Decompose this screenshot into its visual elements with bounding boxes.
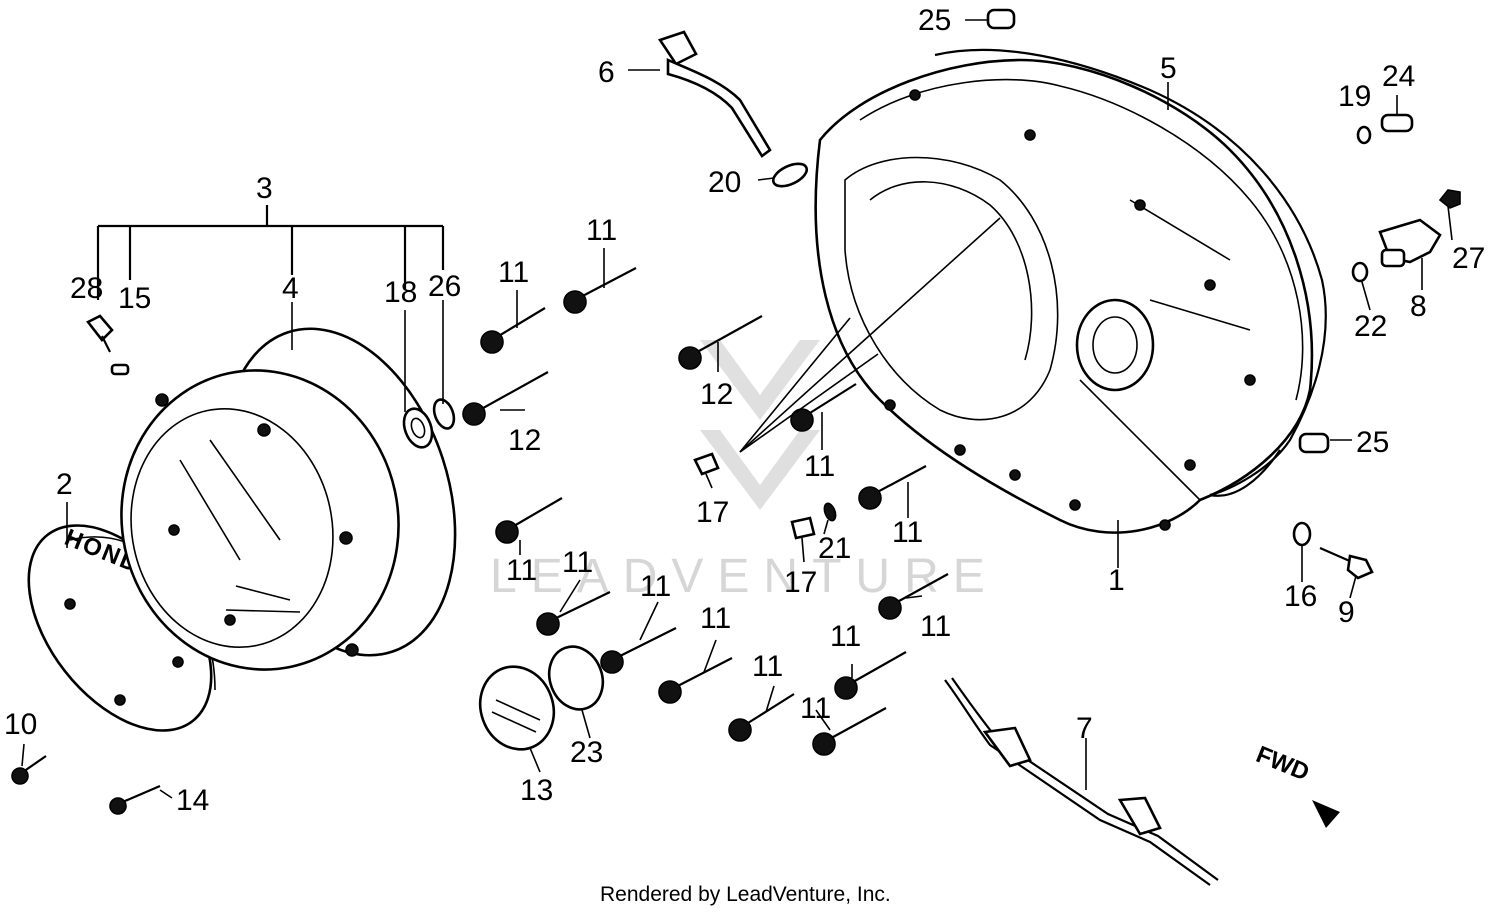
part-o-ring-20: [771, 162, 809, 188]
callout-11k: 11: [800, 692, 831, 725]
bolt: [834, 651, 907, 700]
callout-11d: 11: [892, 516, 923, 549]
callout-24: 24: [1382, 60, 1415, 93]
leader-lines: [21, 69, 1453, 799]
callout-19: 19: [1338, 80, 1371, 113]
part-bearing-18: [402, 407, 434, 449]
callout-12b: 12: [508, 424, 541, 457]
callout-27: 27: [1452, 242, 1485, 275]
callout-11b: 11: [498, 256, 529, 289]
part-dowel-25-top: [986, 8, 1016, 30]
callout-4: 4: [282, 272, 299, 305]
callout-25b: 25: [1356, 426, 1389, 459]
part-sensor-8: [1378, 218, 1442, 268]
callout-11i: 11: [752, 650, 783, 683]
callout-11l: 11: [920, 610, 951, 643]
bolt-10: [11, 755, 47, 785]
part-washer-22: [1351, 261, 1369, 283]
part-plug-28: [86, 314, 114, 353]
part-o-ring-23: [547, 645, 605, 711]
callout-10: 10: [4, 708, 37, 741]
watermark-logo: [700, 340, 820, 510]
callout-9: 9: [1338, 596, 1355, 629]
callout-17b: 17: [784, 566, 817, 599]
callout-25a: 25: [918, 4, 951, 37]
callout-7: 7: [1076, 712, 1093, 745]
part-main-cover: [814, 58, 1314, 534]
bolt: [858, 465, 927, 510]
bolt: [678, 315, 763, 370]
callout-13: 13: [520, 774, 553, 807]
callout-28: 28: [70, 272, 103, 305]
bolt: [536, 591, 611, 636]
part-washer-19: [1356, 125, 1372, 145]
forward-direction-marker: FWD: [1252, 741, 1340, 828]
callout-labels: 1 2 3 4 5 6 7 8 9 10 11 11 11 11 11 11 1…: [4, 4, 1485, 817]
part-outer-cover: [120, 327, 457, 671]
part-bolt-9: [1319, 546, 1374, 580]
callout-15: 15: [118, 282, 151, 315]
callout-11c: 11: [804, 450, 835, 483]
callout-5: 5: [1160, 52, 1177, 85]
fwd-label: FWD: [1252, 741, 1313, 787]
bolt: [790, 383, 857, 432]
bolt: [728, 693, 795, 742]
part-gasket: [934, 48, 1327, 497]
part-oil-pipe: [944, 677, 1219, 886]
callout-20: 20: [708, 166, 741, 199]
callout-11a: 11: [586, 214, 617, 247]
render-credit: Rendered by LeadVenture, Inc.: [600, 883, 891, 906]
bolt: [600, 627, 677, 674]
callout-6: 6: [598, 56, 615, 89]
bolt: [878, 573, 949, 620]
callout-11j: 11: [830, 620, 861, 653]
callout-14: 14: [176, 784, 209, 817]
part-plug-13: [478, 665, 556, 751]
callout-17a: 17: [696, 496, 729, 529]
callout-12a: 12: [700, 378, 733, 411]
callout-11g: 11: [640, 570, 671, 603]
callout-11e: 11: [506, 554, 537, 587]
part-pin-21: [823, 502, 837, 522]
bolt: [462, 371, 549, 426]
callout-16: 16: [1284, 580, 1317, 613]
bolt: [658, 657, 733, 704]
part-dowel-17a: [693, 452, 720, 476]
bolt: [495, 497, 563, 544]
part-dowel-25-right: [1298, 432, 1330, 454]
callout-23: 23: [570, 736, 603, 769]
part-bolt-27: [1438, 189, 1461, 209]
bolt-14: [109, 784, 161, 815]
bolt: [563, 267, 637, 314]
part-washer-16: [1292, 521, 1312, 547]
callout-8: 8: [1410, 290, 1427, 323]
fwd-arrow-icon: [1312, 800, 1340, 828]
callout-21: 21: [818, 532, 851, 565]
watermark-text: LEADVENTURE: [490, 550, 999, 603]
part-pin-24: [1380, 113, 1414, 133]
callout-2: 2: [56, 468, 73, 501]
callout-26: 26: [428, 270, 461, 303]
callout-22: 22: [1354, 310, 1387, 343]
part-pin-15: [110, 363, 130, 376]
part-dipstick: [657, 30, 772, 158]
bolts-group: [11, 267, 949, 815]
group-bracket-3: [96, 205, 445, 300]
callout-11f: 11: [562, 546, 593, 579]
bolt: [480, 307, 546, 354]
callout-18: 18: [384, 276, 417, 309]
callout-11h: 11: [700, 602, 731, 635]
callout-1: 1: [1108, 564, 1125, 597]
callout-3: 3: [256, 172, 273, 205]
part-dowel-17b: [790, 516, 816, 540]
bolt: [812, 707, 887, 756]
part-seal-26: [432, 398, 456, 430]
